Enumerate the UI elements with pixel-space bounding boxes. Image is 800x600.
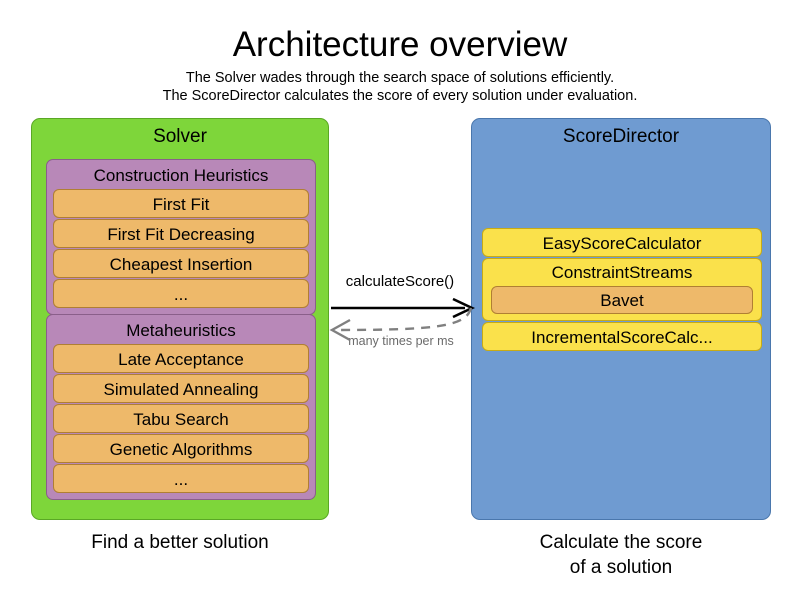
solver-panel: Solver Construction Heuristics First Fit… — [31, 118, 329, 520]
list-item[interactable]: Cheapest Insertion — [53, 249, 309, 278]
list-item[interactable]: Tabu Search — [53, 404, 309, 433]
constraint-streams-title: ConstraintStreams — [551, 263, 693, 282]
scoredirector-item-stack: EasyScoreCalculator ConstraintStreams Ba… — [482, 227, 762, 351]
arrow-right-icon — [331, 297, 476, 319]
list-item[interactable]: ... — [53, 464, 309, 493]
list-item[interactable]: First Fit Decreasing — [53, 219, 309, 248]
list-item[interactable]: Bavet — [491, 286, 753, 314]
scoredirector-panel: ScoreDirector EasyScoreCalculator Constr… — [471, 118, 771, 520]
many-times-per-ms-label: many times per ms — [348, 334, 454, 348]
subtitle-line-1: The Solver wades through the search spac… — [185, 70, 615, 86]
subtitle-line-2: The ScoreDirector calculates the score o… — [162, 88, 638, 104]
page-subtitle: The Solver wades through the search spac… — [0, 69, 800, 105]
scoredirector-caption: Calculate the score of a solution — [471, 530, 771, 580]
scoredirector-panel-title: ScoreDirector — [562, 126, 680, 147]
list-item[interactable]: IncrementalScoreCalc... — [482, 322, 762, 351]
solver-caption: Find a better solution — [91, 532, 269, 553]
construction-heuristics-group: Construction Heuristics First Fit First … — [46, 159, 316, 315]
calculate-score-label: calculateScore() — [345, 273, 455, 290]
list-item[interactable]: EasyScoreCalculator — [482, 228, 762, 257]
arrow-left-dashed-icon — [329, 307, 473, 342]
list-item[interactable]: Simulated Annealing — [53, 374, 309, 403]
metaheuristics-title: Metaheuristics — [126, 321, 236, 340]
constraint-streams-box[interactable]: ConstraintStreams Bavet — [482, 258, 762, 321]
list-item[interactable]: Genetic Algorithms — [53, 434, 309, 463]
construction-heuristics-title: Construction Heuristics — [93, 166, 269, 185]
list-item[interactable]: ... — [53, 279, 309, 308]
list-item[interactable]: First Fit — [53, 189, 309, 218]
metaheuristics-group: Metaheuristics Late Acceptance Simulated… — [46, 314, 316, 500]
solver-panel-title: Solver — [153, 126, 207, 147]
connector-arrows: calculateScore() many times per ms — [320, 258, 490, 358]
connector-svg — [329, 297, 476, 342]
scoredirector-caption-line-2: of a solution — [569, 557, 673, 578]
page-title: Architecture overview — [232, 25, 568, 64]
page-header: Architecture overview The Solver wades t… — [0, 24, 800, 105]
list-item[interactable]: Late Acceptance — [53, 344, 309, 373]
scoredirector-caption-line-1: Calculate the score — [539, 532, 703, 553]
